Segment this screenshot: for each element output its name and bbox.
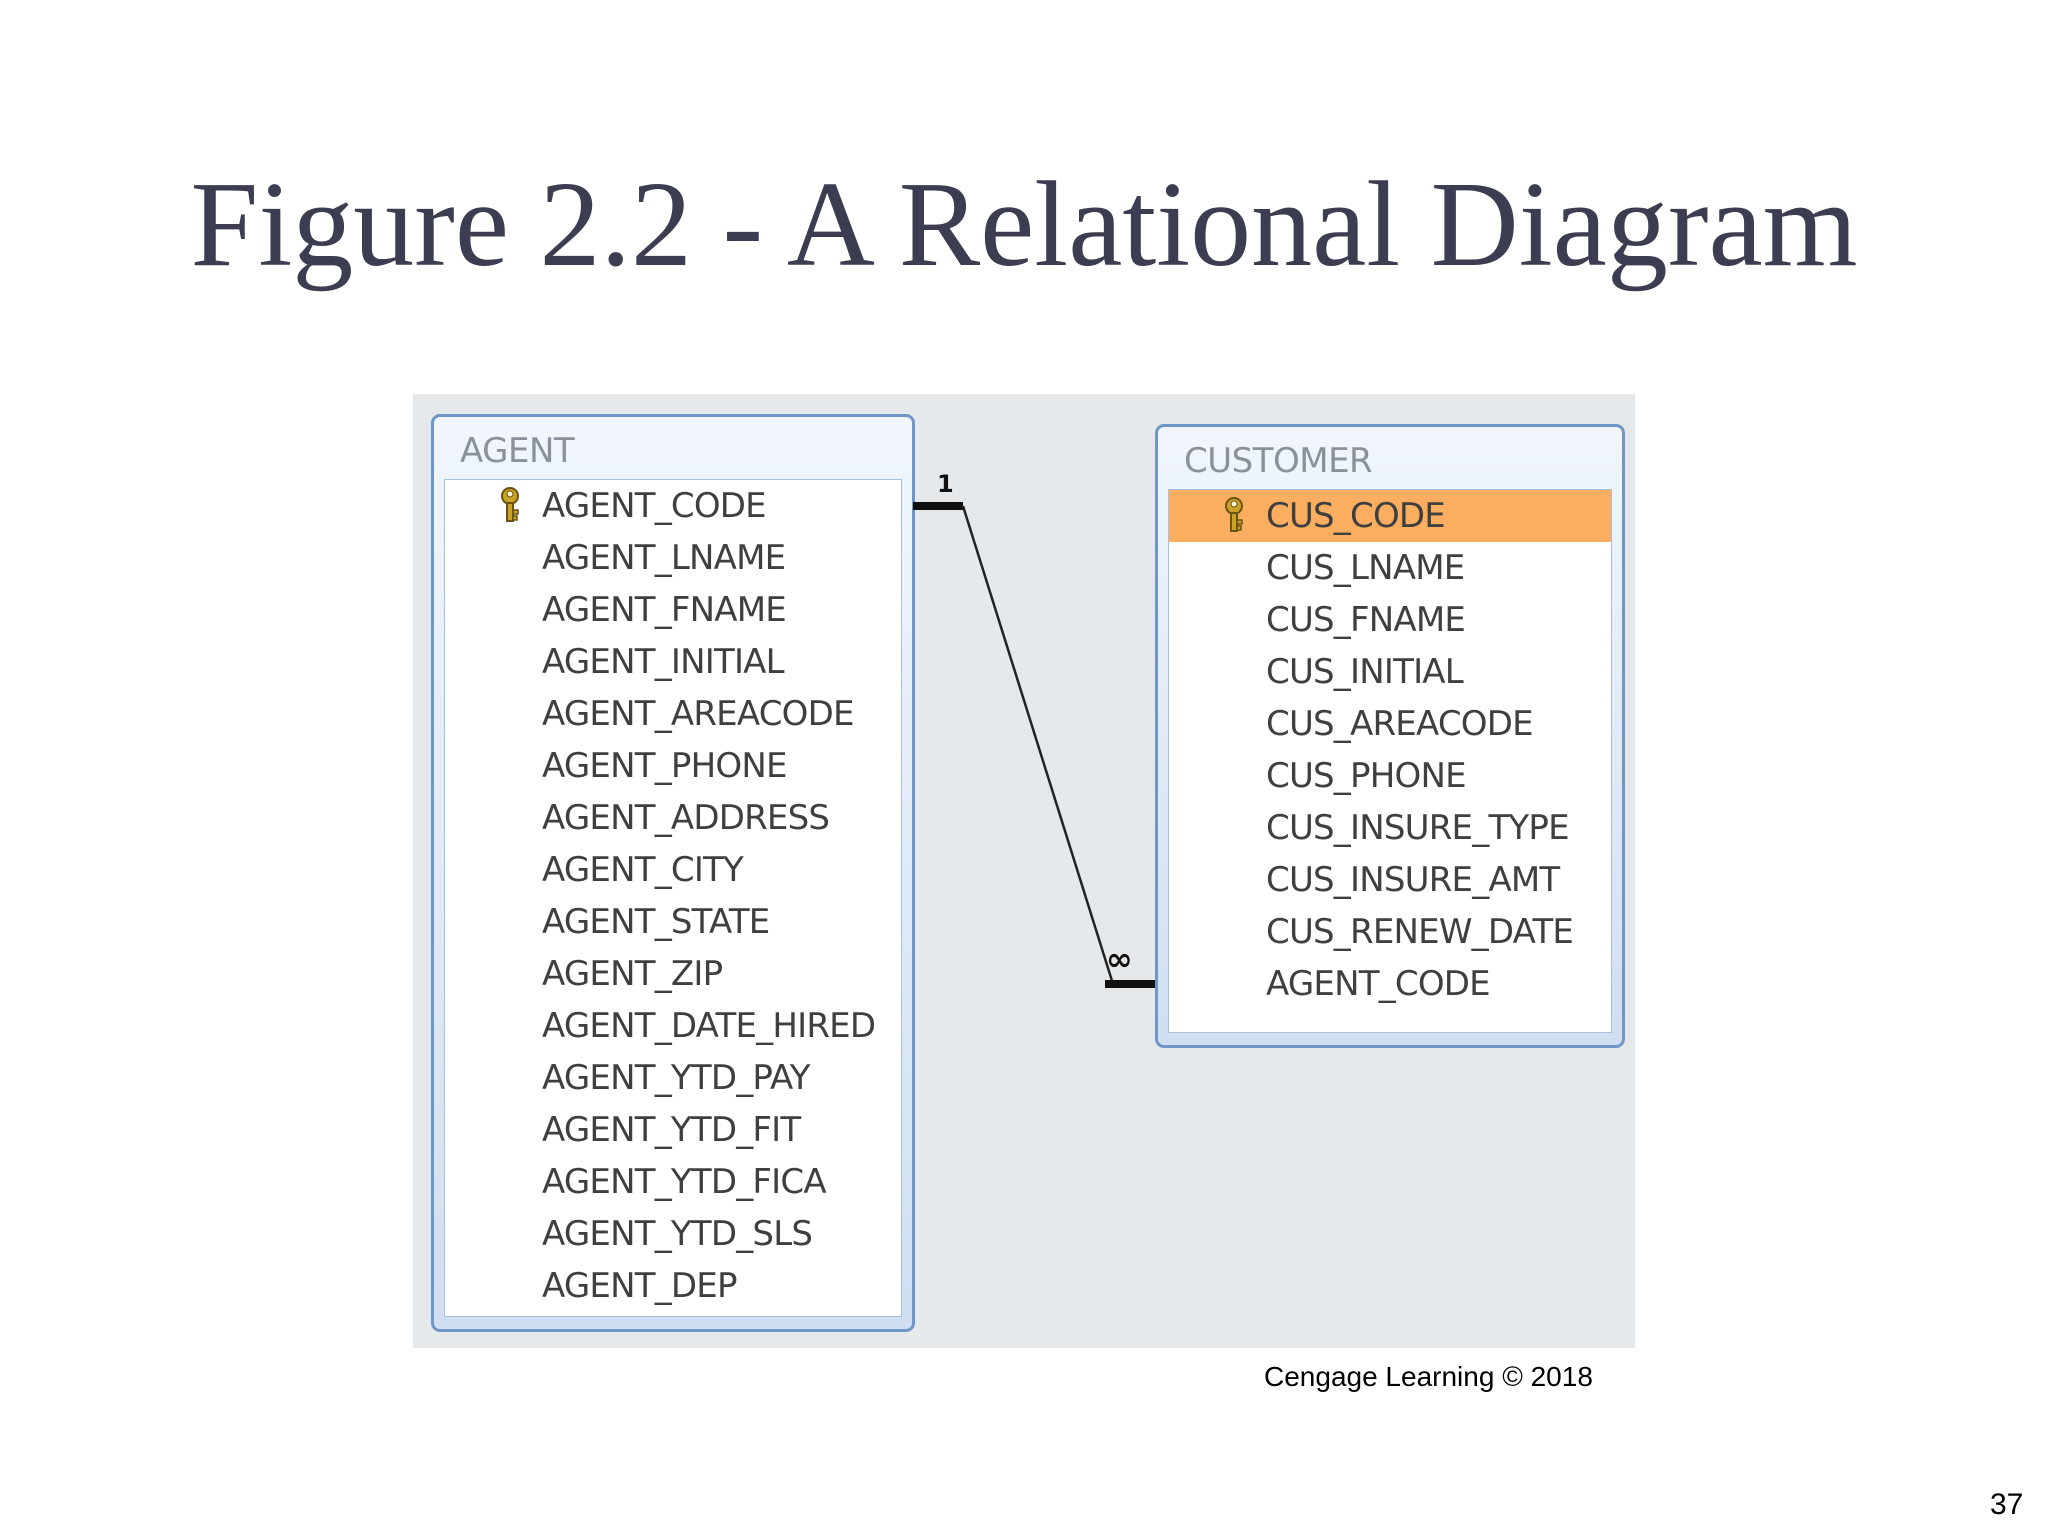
field-name: AGENT_ZIP <box>542 954 723 994</box>
field-name: AGENT_DEP <box>542 1266 737 1306</box>
field-row[interactable]: AGENT_FNAME <box>445 584 901 636</box>
field-row[interactable]: AGENT_PHONE <box>445 740 901 792</box>
field-row[interactable]: AGENT_DEP <box>445 1260 901 1312</box>
field-name: CUS_INSURE_AMT <box>1266 860 1560 900</box>
field-row[interactable]: AGENT_YTD_SLS <box>445 1208 901 1260</box>
field-name: CUS_AREACODE <box>1266 704 1534 744</box>
key-icon <box>1225 497 1243 532</box>
field-name: AGENT_YTD_PAY <box>542 1058 811 1098</box>
field-row[interactable]: CUS_AREACODE <box>1169 698 1611 750</box>
field-row[interactable]: CUS_INSURE_AMT <box>1169 854 1611 906</box>
field-row[interactable]: AGENT_CITY <box>445 844 901 896</box>
field-name: CUS_PHONE <box>1266 756 1467 796</box>
table-title: AGENT <box>460 431 575 471</box>
field-row[interactable]: CUS_INITIAL <box>1169 646 1611 698</box>
field-row[interactable]: AGENT_ZIP <box>445 948 901 1000</box>
field-row[interactable]: AGENT_INITIAL <box>445 636 901 688</box>
field-row[interactable]: AGENT_CODE <box>1169 958 1611 1010</box>
field-row[interactable]: AGENT_YTD_FICA <box>445 1156 901 1208</box>
field-row[interactable]: AGENT_YTD_PAY <box>445 1052 901 1104</box>
cardinality-many-label: ∞ <box>1106 940 1133 978</box>
field-name: CUS_FNAME <box>1266 600 1466 640</box>
field-row[interactable]: CUS_INSURE_TYPE <box>1169 802 1611 854</box>
field-name: AGENT_LNAME <box>542 538 786 578</box>
field-name: CUS_INITIAL <box>1266 652 1464 692</box>
field-name: CUS_LNAME <box>1266 548 1465 588</box>
field-name: AGENT_ADDRESS <box>542 798 830 838</box>
field-name: AGENT_CODE <box>1266 964 1491 1004</box>
field-name: AGENT_FNAME <box>542 590 787 630</box>
field-name: AGENT_YTD_FICA <box>542 1162 827 1202</box>
field-name: AGENT_YTD_SLS <box>542 1214 813 1254</box>
field-name: AGENT_STATE <box>542 902 770 942</box>
field-row[interactable]: AGENT_LNAME <box>445 532 901 584</box>
key-icon <box>501 487 519 522</box>
cardinality-one-label: 1 <box>937 470 954 498</box>
table-customer[interactable]: CUSTOMER CUS_CODE CUS_LNAME CUS_FNAME CUS_I… <box>1155 424 1625 1048</box>
field-name: AGENT_AREACODE <box>542 694 854 734</box>
field-name: CUS_INSURE_TYPE <box>1266 808 1570 848</box>
field-name: AGENT_YTD_FIT <box>542 1110 801 1150</box>
field-name: CUS_RENEW_DATE <box>1266 912 1574 952</box>
page-number: 37 <box>1990 1488 2024 1521</box>
field-name: AGENT_DATE_HIRED <box>542 1006 876 1046</box>
field-row[interactable]: AGENT_DATE_HIRED <box>445 1000 901 1052</box>
copyright-credit: Cengage Learning © 2018 <box>1264 1361 1593 1392</box>
field-list: CUS_CODE CUS_LNAME CUS_FNAME CUS_INITIAL CUS… <box>1168 489 1612 1033</box>
relationship-line[interactable] <box>413 394 1635 1348</box>
field-row[interactable]: AGENT_AREACODE <box>445 688 901 740</box>
field-row[interactable]: CUS_FNAME <box>1169 594 1611 646</box>
table-title: CUSTOMER <box>1184 441 1373 481</box>
field-row[interactable]: CUS_CODE <box>1169 490 1611 542</box>
field-row[interactable]: AGENT_STATE <box>445 896 901 948</box>
field-row[interactable]: AGENT_ADDRESS <box>445 792 901 844</box>
field-row[interactable]: CUS_PHONE <box>1169 750 1611 802</box>
field-list: AGENT_CODE AGENT_LNAME AGENT_FNAME AGENT_IN… <box>444 479 902 1317</box>
field-name: CUS_CODE <box>1266 496 1446 536</box>
field-name: AGENT_CODE <box>542 486 767 526</box>
slide-title: Figure 2.2 - A Relational Diagram <box>190 157 1858 292</box>
field-name: AGENT_INITIAL <box>542 642 785 682</box>
field-row[interactable]: AGENT_YTD_FIT <box>445 1104 901 1156</box>
field-row[interactable]: CUS_RENEW_DATE <box>1169 906 1611 958</box>
field-row[interactable]: CUS_LNAME <box>1169 542 1611 594</box>
field-name: AGENT_PHONE <box>542 746 787 786</box>
field-row[interactable]: AGENT_CODE <box>445 480 901 532</box>
field-name: AGENT_CITY <box>542 850 744 890</box>
